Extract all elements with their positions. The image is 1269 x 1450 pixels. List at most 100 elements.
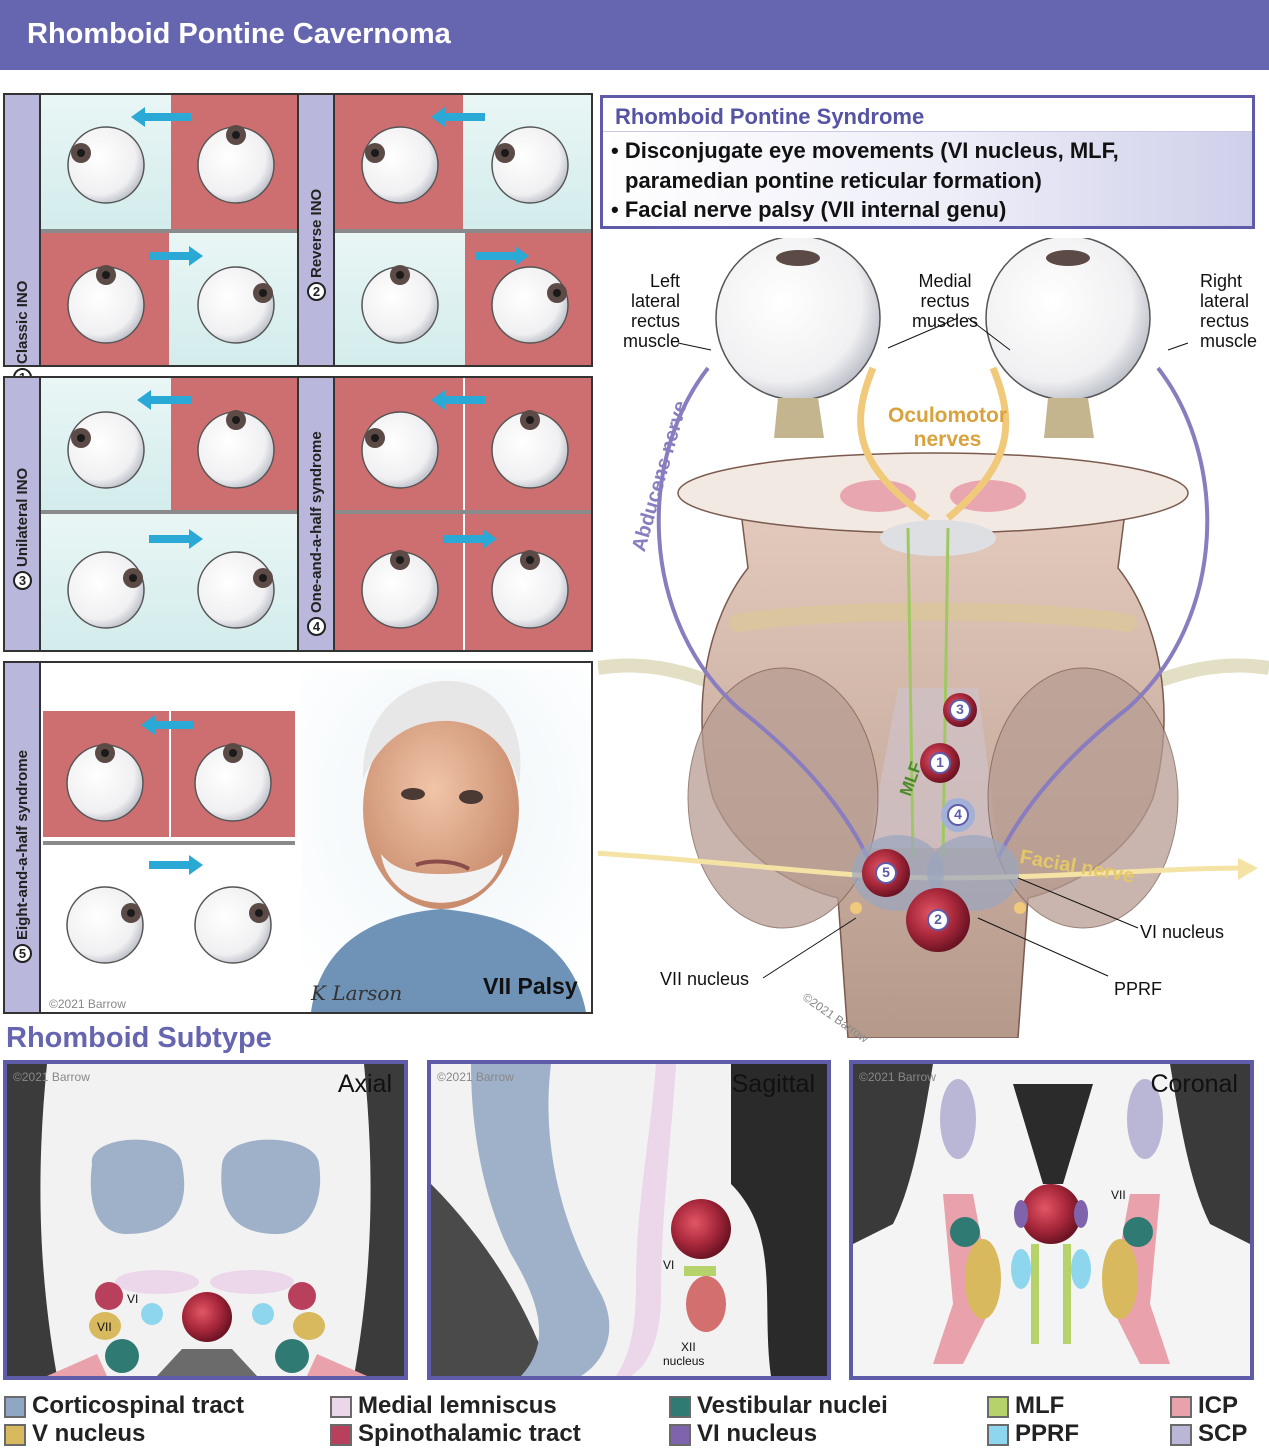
divider xyxy=(41,510,297,514)
eye-icon xyxy=(197,266,275,344)
panel-label: 2Reverse INO xyxy=(307,188,326,301)
legend-swatch xyxy=(1170,1424,1192,1446)
syndrome-bullet-2: • Facial nerve palsy (VII internal genu) xyxy=(611,197,1007,222)
vii-nucleus-label: VII nucleus xyxy=(660,969,750,989)
legend-swatch xyxy=(4,1396,26,1418)
header-bar: Rhomboid Pontine Cavernoma xyxy=(0,0,1269,70)
right-eyeball-icon xyxy=(985,238,1151,401)
eye-icon xyxy=(491,410,569,489)
brainstem-diagram xyxy=(598,238,1269,1038)
eye-icon xyxy=(197,551,275,629)
panel-label: 5Eight-and-a-half syndrome xyxy=(13,749,32,963)
arrow-left-icon xyxy=(141,715,193,735)
sagittal-section-panel: ©2021 Barrow Sagittal VI XII nucleus xyxy=(427,1060,831,1380)
marker-1: 1 xyxy=(936,754,944,770)
eye-icon xyxy=(361,411,439,489)
divider xyxy=(41,229,297,233)
side-tab: 1Classic INO xyxy=(5,95,41,387)
legend-swatch xyxy=(987,1396,1009,1418)
marker-5: 5 xyxy=(882,864,890,880)
subtype-section-title: Rhomboid Subtype xyxy=(6,1022,272,1054)
eye-icon xyxy=(491,550,569,629)
side-tab: 5Eight-and-a-half syndrome xyxy=(5,663,41,1012)
legend-swatch xyxy=(669,1424,691,1446)
title-bar xyxy=(603,98,1252,132)
panel-eight-and-a-half: 5Eight-and-a-half syndrome ©2021 Barrow … xyxy=(3,661,593,1014)
legend-label: Vestibular nuclei xyxy=(697,1392,888,1419)
arrow-right-icon xyxy=(443,529,497,549)
divider xyxy=(335,229,591,233)
panel-label: 4One-and-a-half syndrome xyxy=(307,431,326,636)
legend-swatch xyxy=(1170,1396,1192,1418)
eye-illustrations xyxy=(67,390,275,629)
marker-2: 2 xyxy=(934,911,942,927)
marker-3: 3 xyxy=(956,701,964,717)
panel-one-and-a-half: 4One-and-a-half syndrome xyxy=(297,376,593,652)
xii-label: XII xyxy=(681,1340,696,1354)
vi-nucleus-label: VI nucleus xyxy=(1140,922,1225,942)
page-title: Rhomboid Pontine Cavernoma xyxy=(27,18,451,50)
panel-unilateral-ino: 3Unilateral INO xyxy=(3,376,299,652)
arrow-right-icon xyxy=(475,246,529,266)
side-tab: 2Reverse INO xyxy=(299,95,335,365)
lesion-marker-5 xyxy=(862,849,910,897)
eye-icon xyxy=(67,265,145,344)
portrait-caption: VII Palsy xyxy=(483,973,578,999)
eye-icon xyxy=(361,265,439,344)
legend-swatch xyxy=(4,1424,26,1446)
pprf-label: PPRF xyxy=(1114,979,1163,999)
arrow-left-icon xyxy=(131,107,191,127)
coronal-caption: Coronal xyxy=(1150,1070,1238,1098)
eye-icon xyxy=(66,743,144,822)
eye-icon xyxy=(491,266,569,344)
eye-icon xyxy=(67,411,145,489)
vii-label: VII xyxy=(97,1320,112,1334)
arrow-right-icon xyxy=(149,529,203,549)
panel-reverse-ino: 2Reverse INO xyxy=(297,93,593,367)
panel-label: 3Unilateral INO xyxy=(13,467,32,590)
syndrome-bullet-1: • Disconjugate eye movements (VI nucleus… xyxy=(611,138,1119,163)
legend-label: Medial lemniscus xyxy=(358,1392,557,1419)
legend-label: ICP xyxy=(1198,1392,1239,1419)
sagittal-illustration xyxy=(431,1064,827,1376)
vii-label: VII xyxy=(1111,1188,1126,1202)
axial-illustration xyxy=(7,1064,404,1376)
legend-label: V nucleus xyxy=(32,1420,146,1447)
arrow-right-icon xyxy=(149,246,203,266)
legend-swatch xyxy=(987,1424,1009,1446)
axial-caption: Axial xyxy=(337,1070,392,1098)
eye-icon xyxy=(197,125,275,204)
arrow-left-icon xyxy=(137,390,191,410)
artist-signature: K Larson xyxy=(311,981,403,1005)
lesion-marker-2 xyxy=(906,888,970,952)
legend-label: VI nucleus xyxy=(697,1420,818,1447)
eye-icon xyxy=(491,126,569,204)
left-eyeball-icon xyxy=(715,238,881,401)
eye-icon xyxy=(194,743,272,822)
coronal-section-panel: ©2021 Barrow Coronal VII xyxy=(849,1060,1254,1380)
copyright: ©2021 Barrow xyxy=(49,997,126,1011)
coronal-illustration xyxy=(853,1064,1250,1364)
legend-label: SCP xyxy=(1198,1420,1248,1447)
arrow-left-icon xyxy=(431,390,485,410)
legend-label: Spinothalamic tract xyxy=(358,1420,581,1447)
sagittal-caption: Sagittal xyxy=(731,1070,815,1098)
legend-label: PPRF xyxy=(1015,1420,1080,1447)
copyright: ©2021 Barrow xyxy=(437,1070,514,1084)
legend-swatch xyxy=(330,1424,352,1446)
copyright: ©2021 Barrow xyxy=(859,1070,936,1084)
syndrome-title: Rhomboid Pontine Syndrome xyxy=(615,104,925,129)
side-tab: 3Unilateral INO xyxy=(5,378,41,650)
legend-label: MLF xyxy=(1015,1392,1065,1419)
panel-label: 1Classic INO xyxy=(13,281,32,387)
arrow-right-icon xyxy=(149,855,203,875)
eye-icon xyxy=(67,551,145,629)
side-tab: 4One-and-a-half syndrome xyxy=(299,378,335,650)
copyright: ©2021 Barrow xyxy=(13,1070,90,1084)
patient-portrait xyxy=(301,669,591,1012)
lesion-marker-4 xyxy=(941,798,975,832)
axial-section-panel: ©2021 Barrow Axial VI VII xyxy=(3,1060,408,1380)
